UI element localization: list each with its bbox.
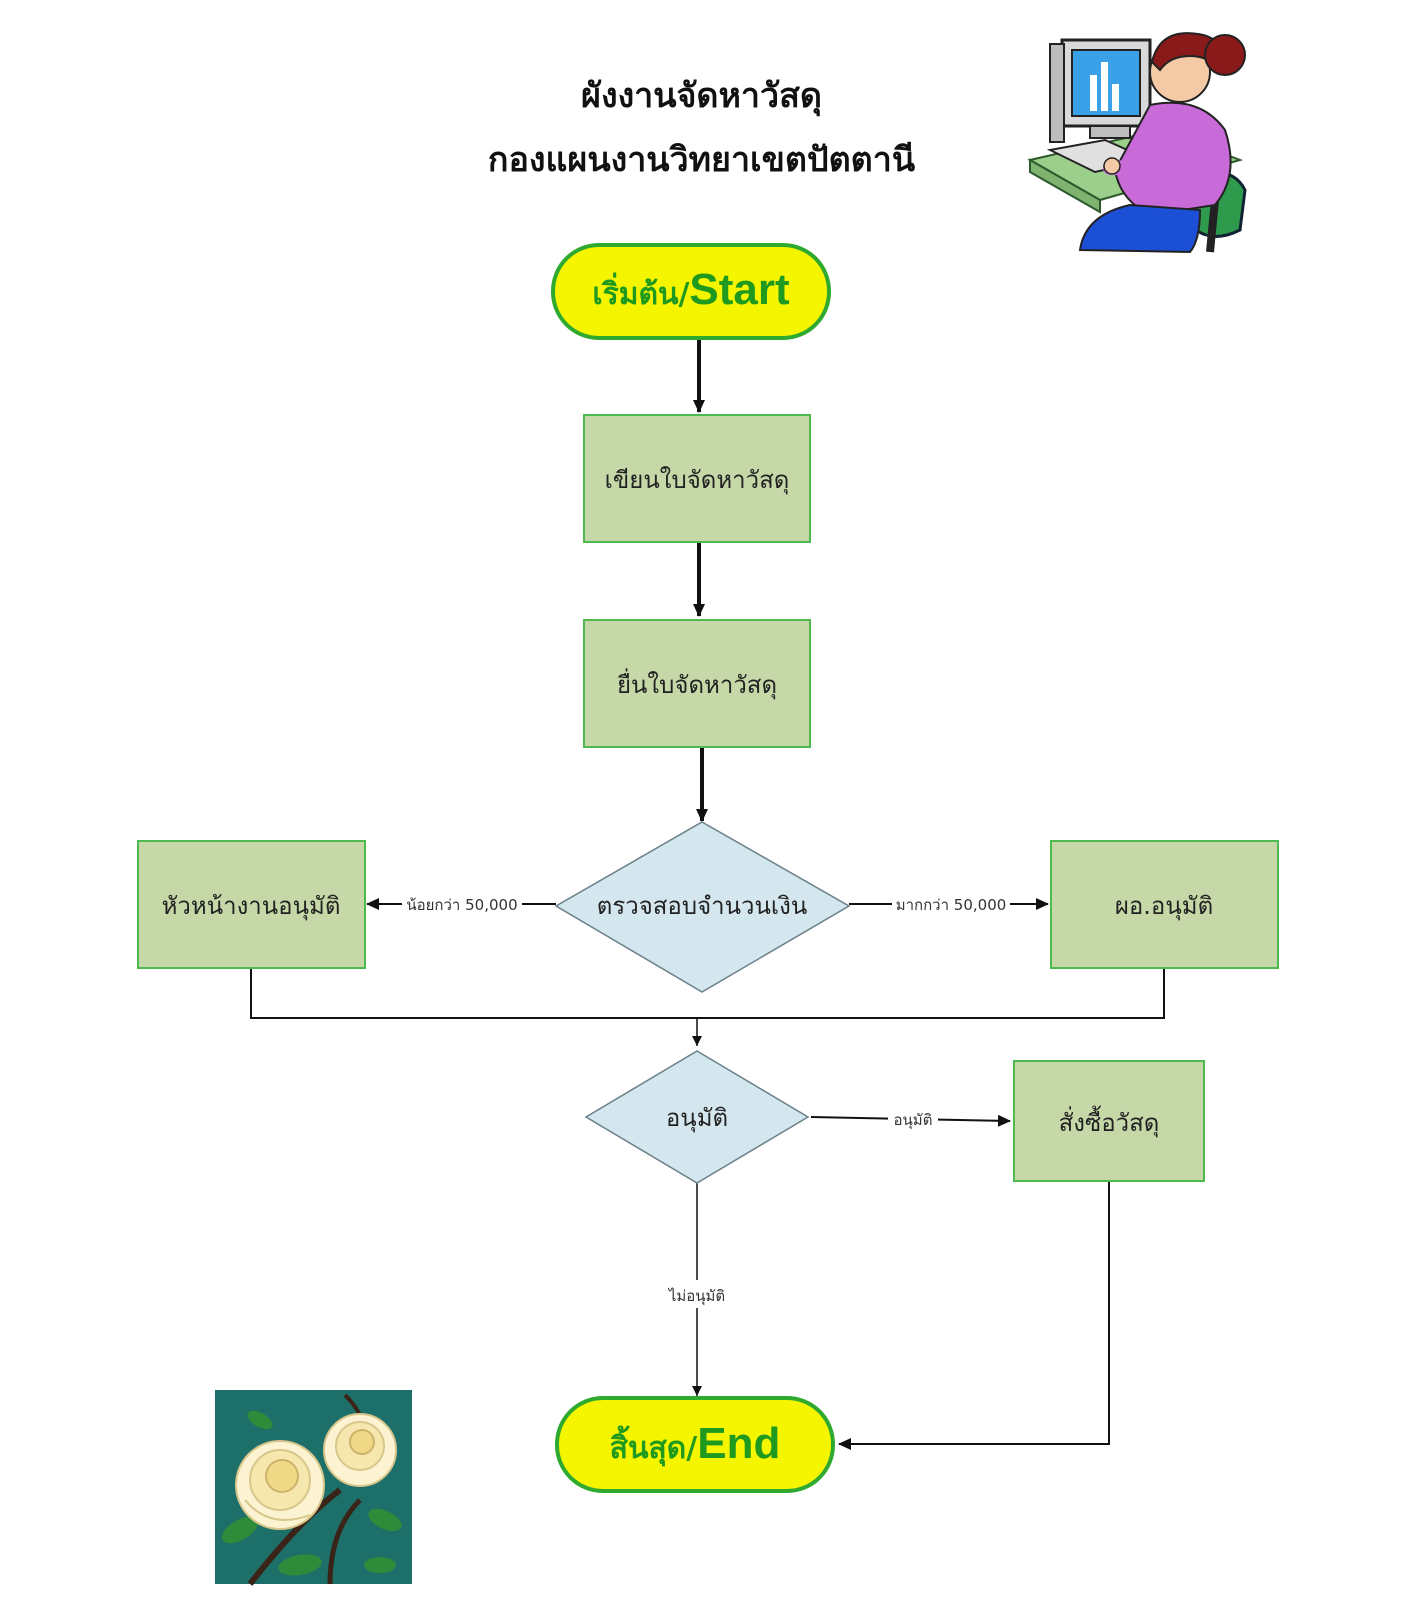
process-head-approve: หัวหน้างานอนุมัติ — [138, 841, 365, 968]
process-submit-form-label: ยื่นใบจัดหาวัสดุ — [617, 668, 777, 700]
computer-user-illustration — [1030, 33, 1245, 252]
decision-check-amount: ตรวจสอบจำนวนเงิน — [556, 822, 849, 992]
white-roses-illustration — [215, 1390, 412, 1584]
process-head-approve-label: หัวหน้างานอนุมัติ — [162, 892, 341, 921]
start-eng-label: Start — [689, 265, 790, 314]
process-write-form-label: เขียนใบจัดหาวัสดุ — [605, 466, 790, 495]
process-director-approve-label: ผอ.อนุมัติ — [1115, 892, 1213, 921]
decision-approve: อนุมัติ — [586, 1051, 808, 1183]
arrow-order-to-end — [839, 1182, 1109, 1444]
process-submit-form: ยื่นใบจัดหาวัสดุ — [584, 620, 810, 747]
label-less-than: น้อยกว่า 50,000 — [406, 896, 517, 914]
process-order-supplies: สั่งซื้อวัสดุ — [1014, 1061, 1204, 1181]
start-terminal: เริ่มต้น/Start — [553, 245, 829, 338]
process-director-approve: ผอ.อนุมัติ — [1051, 841, 1278, 968]
decision-check-amount-label: ตรวจสอบจำนวนเงิน — [597, 892, 807, 920]
start-thai-label: เริ่มต้น/ — [592, 272, 689, 312]
end-eng-label: End — [697, 1419, 780, 1468]
process-write-form: เขียนใบจัดหาวัสดุ — [584, 415, 810, 542]
end-thai-label: สิ้นสุด/ — [610, 1425, 698, 1467]
process-order-supplies-label: สั่งซื้อวัสดุ — [1059, 1105, 1160, 1138]
label-more-than: มากกว่า 50,000 — [896, 896, 1007, 914]
label-not-approved: ไม่อนุมัติ — [668, 1287, 725, 1306]
decision-approve-label: อนุมัติ — [666, 1104, 728, 1133]
label-approved: อนุมัติ — [894, 1111, 933, 1130]
end-terminal: สิ้นสุด/End — [557, 1398, 833, 1491]
